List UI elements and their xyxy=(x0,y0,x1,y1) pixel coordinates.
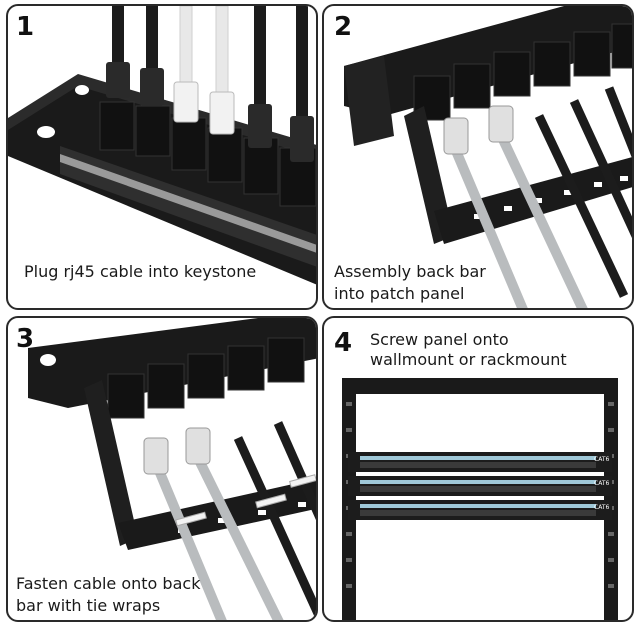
step-4-caption-line1: Screw panel onto xyxy=(370,330,509,349)
step-4-caption-line2: wallmount or rackmount xyxy=(370,350,567,369)
step-2-caption-line1: Assembly back bar xyxy=(334,262,486,281)
rack-panel-label-3: CAT6 xyxy=(594,504,610,511)
step-4-panel: 4 Screw panel onto wallmount or rackmoun… xyxy=(322,316,634,622)
step-3-caption-line1: Fasten cable onto back xyxy=(16,574,201,593)
step-2-panel: 2 Assembly back bar into patch panel xyxy=(322,4,634,310)
step-2-caption-line2: into patch panel xyxy=(334,284,465,303)
rack-panel-label-2: CAT6 xyxy=(594,480,610,487)
keystone-patch-panel-illustration xyxy=(8,6,316,285)
rack-panel-label-1: CAT6 xyxy=(594,456,610,463)
back-bar-assembly-illustration xyxy=(344,6,632,308)
step-1-panel: 1 Plug rj45 cable into keystone xyxy=(6,4,318,310)
step-2-number: 2 xyxy=(334,12,353,42)
step-1-caption: Plug rj45 cable into keystone xyxy=(24,262,257,281)
step-1-number: 1 xyxy=(16,12,35,42)
step-4-number: 4 xyxy=(334,328,353,358)
step-3-number: 3 xyxy=(16,324,35,354)
tie-wrap-illustration xyxy=(28,318,316,620)
rack-illustration xyxy=(342,378,618,620)
step-3-panel: 3 Fasten cable onto back bar with tie wr… xyxy=(6,316,318,622)
step-3-caption-line2: bar with tie wraps xyxy=(16,596,161,615)
